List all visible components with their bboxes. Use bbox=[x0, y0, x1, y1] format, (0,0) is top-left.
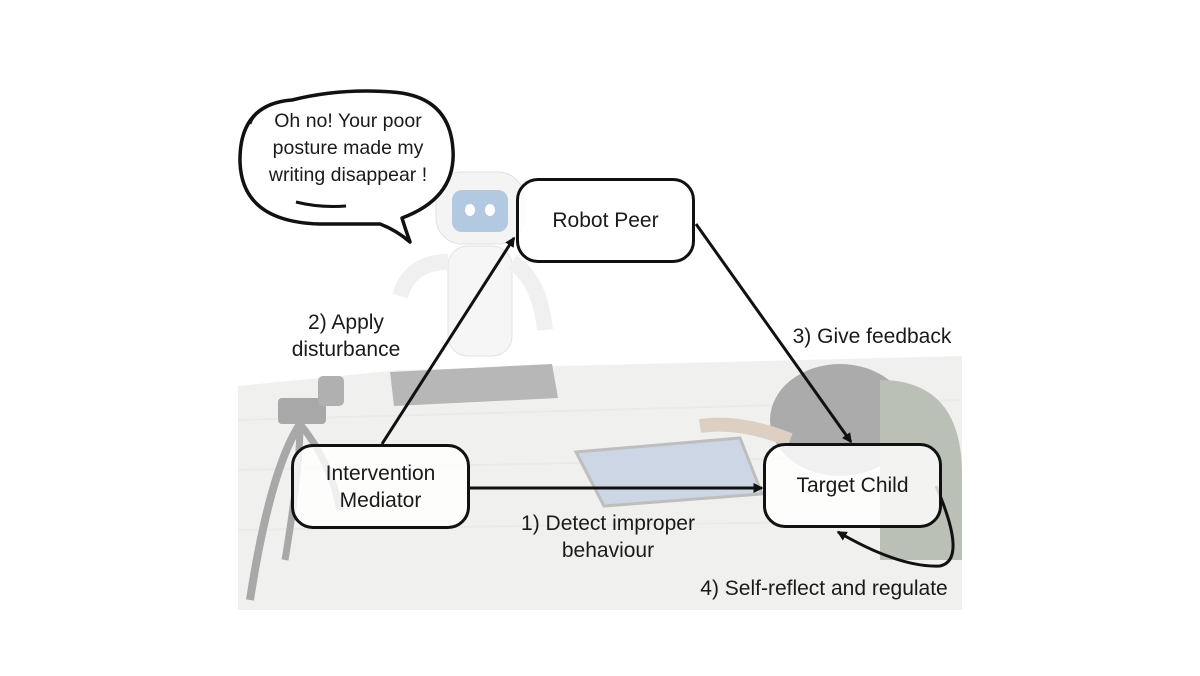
edge-reflect-arrow bbox=[836, 485, 955, 568]
edge-apply-arrow bbox=[380, 236, 516, 445]
edge-feedback-arrow bbox=[694, 223, 853, 444]
label-reflect: 4) Self-reflect and regulate bbox=[700, 577, 948, 600]
speech-bubble bbox=[238, 89, 455, 244]
label-detect: 1) Detect improper behaviour bbox=[521, 512, 695, 562]
label-feedback: 3) Give feedback bbox=[792, 325, 952, 348]
speech-bubble-text: Oh no! Your poor posture made my writing… bbox=[268, 110, 428, 186]
node-intervention-mediator: Intervention Mediator bbox=[291, 444, 470, 529]
label-apply: 2) Apply disturbance bbox=[291, 311, 401, 361]
node-target-child: Target Child bbox=[763, 443, 942, 528]
node-robot-peer: Robot Peer bbox=[516, 178, 695, 263]
robot-image bbox=[392, 171, 553, 357]
bubble-highlight bbox=[248, 111, 259, 125]
bubble-highlight bbox=[295, 200, 347, 208]
